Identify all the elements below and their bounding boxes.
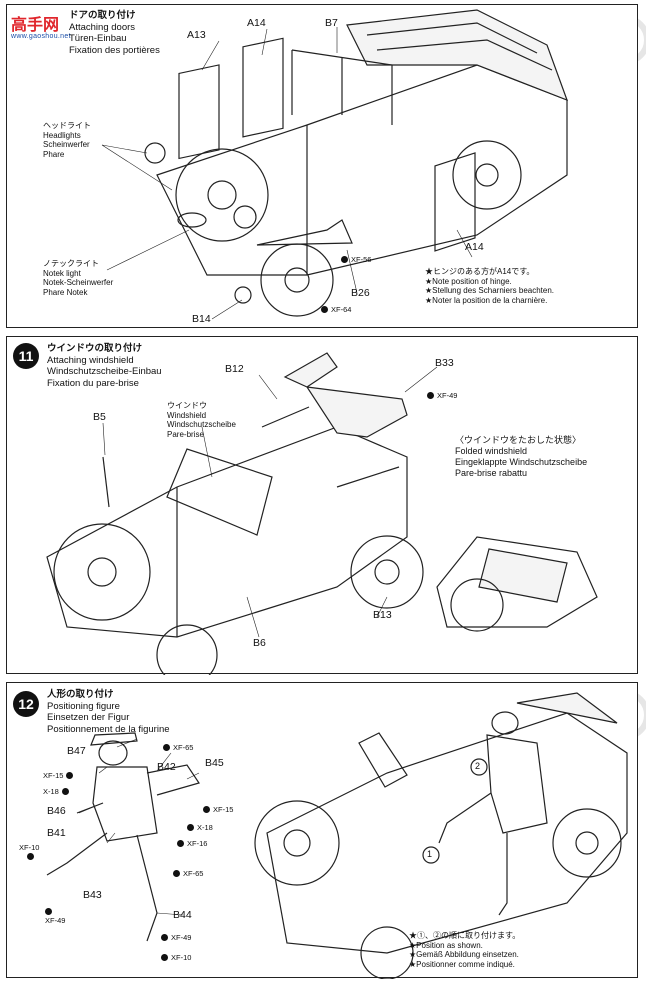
step-12-panel: 12 人形の取り付け Positioning figure Einsetzen … bbox=[6, 682, 638, 979]
paint-code: XF-10 bbox=[19, 843, 39, 861]
step-12-number: 12 bbox=[13, 691, 39, 717]
jeep-doors-illustration bbox=[101, 9, 569, 320]
part-label: B41 bbox=[47, 827, 66, 839]
paint-code: XF-65 bbox=[163, 743, 193, 752]
step-11-number: 11 bbox=[13, 343, 39, 369]
part-label: B6 bbox=[253, 637, 266, 649]
order-marker: 1 bbox=[427, 849, 433, 859]
paint-code: XF-56 bbox=[341, 255, 371, 264]
order-marker: 2 bbox=[475, 761, 481, 771]
paint-code: XF-16 bbox=[177, 839, 207, 848]
paint-code: X-18 bbox=[187, 823, 213, 832]
paint-code: XF-49 bbox=[45, 907, 65, 925]
step-10-title: ドアの取り付け Attaching doors Türen-Einbau Fix… bbox=[69, 10, 160, 56]
part-label: B13 bbox=[373, 609, 392, 621]
step-11-title: ウインドウの取り付け Attaching windshield Windschu… bbox=[47, 343, 162, 389]
part-label: B44 bbox=[173, 909, 192, 921]
part-label: B42 bbox=[157, 761, 176, 773]
paint-code: XF-49 bbox=[161, 933, 191, 942]
part-label: B43 bbox=[83, 889, 102, 901]
step-12-title: 人形の取り付け Positioning figure Einsetzen der… bbox=[47, 689, 170, 735]
part-label: B5 bbox=[93, 411, 106, 423]
figure-positioning-illustration bbox=[46, 692, 628, 979]
part-label: B46 bbox=[47, 805, 66, 817]
part-label: A13 bbox=[187, 29, 206, 41]
jeep-windshield-illustration bbox=[46, 352, 598, 675]
paint-code: XF-49 bbox=[427, 391, 457, 400]
part-label: B45 bbox=[205, 757, 224, 769]
part-label: B33 bbox=[435, 357, 454, 369]
hinge-note: ★ヒンジのある方がA14です。★Note position of hinge. … bbox=[425, 267, 555, 305]
paint-code: X-18 bbox=[43, 787, 72, 796]
part-label: A14 bbox=[247, 17, 266, 29]
part-label: B12 bbox=[225, 363, 244, 375]
paint-code: XF-15 bbox=[43, 771, 76, 780]
paint-code: XF-65 bbox=[173, 869, 203, 878]
paint-code: XF-10 bbox=[161, 953, 191, 962]
paint-code: XF-15 bbox=[203, 805, 233, 814]
part-label: B14 bbox=[192, 313, 211, 325]
part-label: B26 bbox=[351, 287, 370, 299]
part-label: A14 bbox=[465, 241, 484, 253]
part-label: B7 bbox=[325, 17, 338, 29]
step-11-panel: 11 ウインドウの取り付け Attaching windshield Winds… bbox=[6, 336, 638, 675]
part-label: B47 bbox=[67, 745, 86, 757]
position-note: ★①、②の順に取り付けます。★Position as shown. ★Gemäß… bbox=[409, 931, 521, 969]
paint-code: XF-64 bbox=[321, 305, 351, 314]
folded-windshield-label: 〈ウインドウをたおした状態〉Folded windshield Eingekla… bbox=[455, 435, 588, 478]
